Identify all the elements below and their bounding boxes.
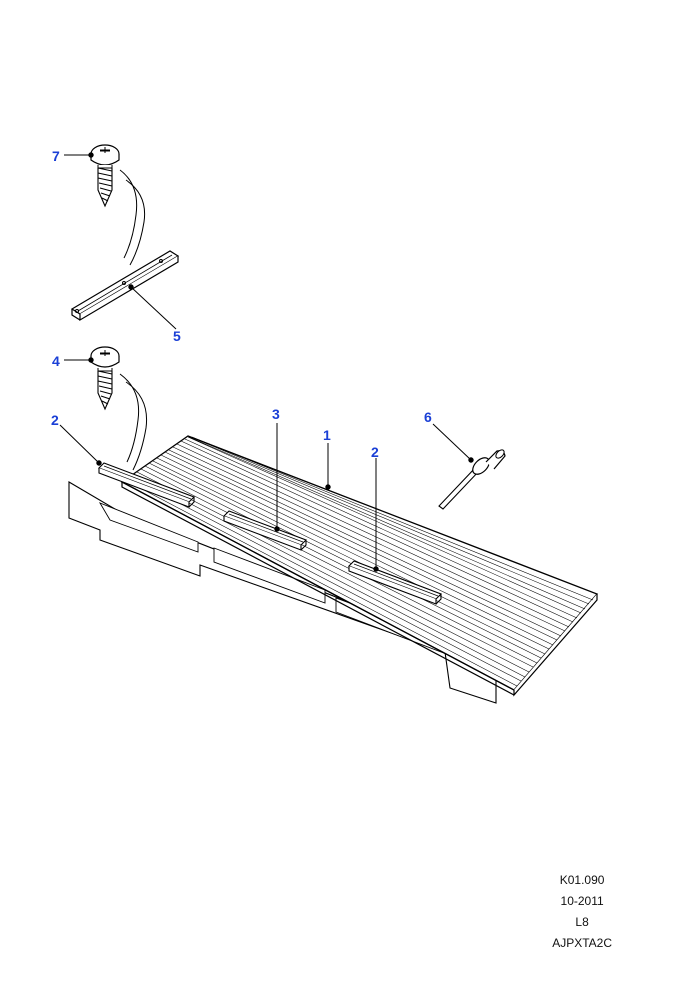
reference-code: K01.090 <box>559 873 605 887</box>
floor-panel-part-1 <box>68 435 599 704</box>
callout-4: 4 <box>52 353 60 369</box>
issue-date: 10-2011 <box>560 894 604 908</box>
channel-part-2-left <box>98 462 195 508</box>
catalog-code: AJPXTA2C <box>552 936 612 950</box>
callout-6: 6 <box>424 409 432 425</box>
callout-7: 7 <box>52 148 60 164</box>
screw-part-7 <box>90 144 146 266</box>
callout-2-left: 2 <box>51 412 59 428</box>
callout-labels: 7 5 4 2 3 1 2 6 <box>51 148 432 460</box>
channel-part-3 <box>223 510 307 551</box>
screw-part-4 <box>90 346 148 471</box>
leader-lines <box>59 152 474 572</box>
diagram-footer: K01.090 10-2011 L8 AJPXTA2C <box>552 870 612 954</box>
channel-part-2-right <box>348 560 442 605</box>
callout-2-right: 2 <box>371 444 379 460</box>
rivet-part-6 <box>438 449 506 510</box>
callout-1: 1 <box>323 427 331 443</box>
strip-part-5 <box>70 250 180 322</box>
callout-5: 5 <box>173 328 181 344</box>
model-variant: L8 <box>575 915 589 929</box>
callout-3: 3 <box>272 406 280 422</box>
